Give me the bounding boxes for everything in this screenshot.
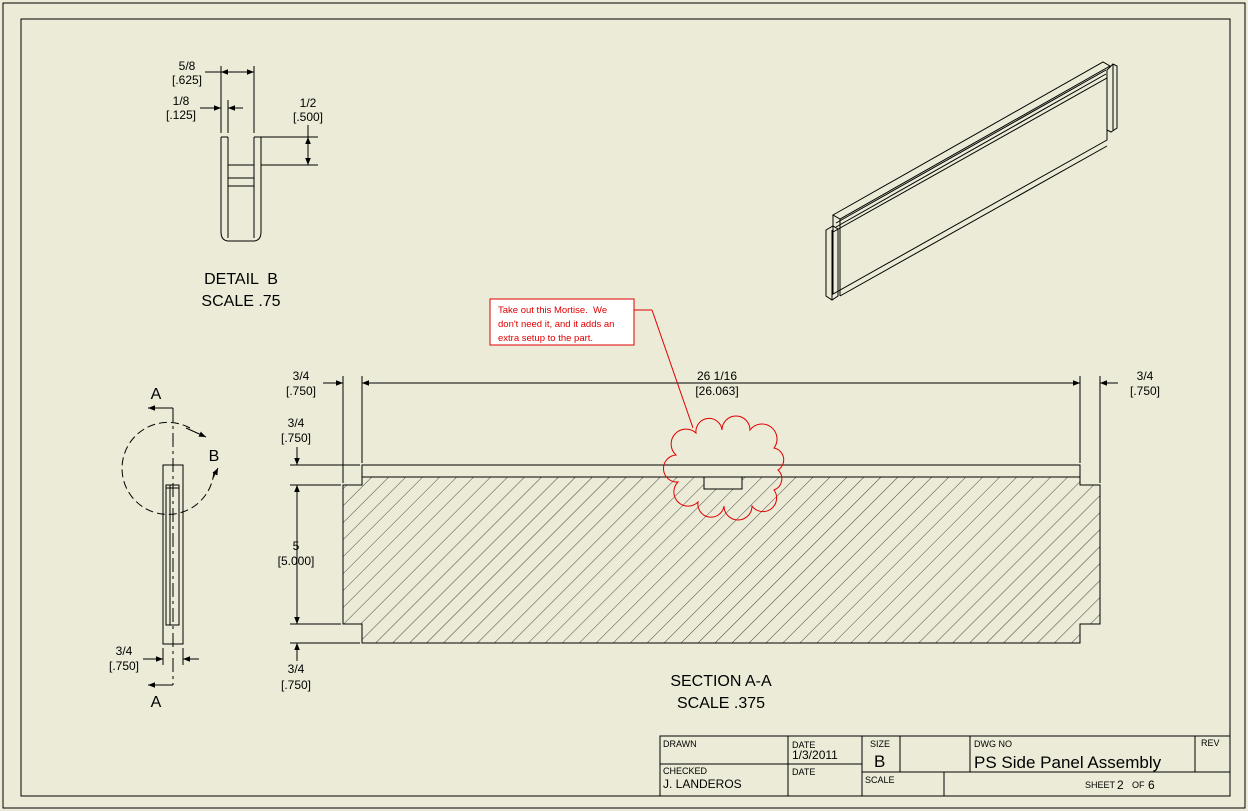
size-label: SIZE xyxy=(870,739,890,749)
detail-b-width-frac: 5/8 xyxy=(179,59,196,73)
detail-label-b: B xyxy=(209,448,220,465)
top-tenon-dec: [.750] xyxy=(281,431,311,445)
detail-b-view xyxy=(200,66,318,242)
markup-note-line-3: extra setup to the part. xyxy=(498,333,593,344)
scale-label: SCALE xyxy=(865,775,895,785)
top-tenon-frac: 3/4 xyxy=(288,416,305,430)
length-frac: 26 1/16 xyxy=(697,369,737,383)
sheet-total: 6 xyxy=(1148,778,1155,792)
checked-label: CHECKED xyxy=(663,766,708,776)
section-dimensions xyxy=(290,376,1118,661)
sheet-label: SHEET xyxy=(1085,780,1116,790)
side-view xyxy=(121,405,219,688)
side-thickness-dec: [.750] xyxy=(109,659,139,673)
section-title: SECTION A-A xyxy=(670,673,772,690)
date2-label: DATE xyxy=(792,767,815,777)
left-tenon-frac: 3/4 xyxy=(293,369,310,383)
bottom-tenon-dec: [.750] xyxy=(281,678,311,692)
detail-b-depth-dec: [.500] xyxy=(293,110,323,124)
sheet-num: 2 xyxy=(1117,778,1124,792)
cut-label-bottom: A xyxy=(151,694,162,711)
markup-note-line-2: don't need it, and it adds an xyxy=(498,319,614,330)
length-dec: [26.063] xyxy=(695,384,738,398)
height-dec: [5.000] xyxy=(278,554,315,568)
rev-label: REV xyxy=(1201,738,1220,748)
dwg-title: PS Side Panel Assembly xyxy=(974,753,1162,772)
section-scale: SCALE .375 xyxy=(677,695,765,712)
detail-b-title: DETAIL B xyxy=(204,271,278,288)
bottom-tenon-frac: 3/4 xyxy=(288,662,305,676)
markup-revision-cloud xyxy=(634,309,785,521)
section-a-view xyxy=(342,464,1101,644)
dwg-no-label: DWG NO xyxy=(974,739,1012,749)
date-label: DATE xyxy=(792,740,815,750)
right-tenon-frac: 3/4 xyxy=(1137,369,1154,383)
of-label: OF xyxy=(1132,780,1145,790)
markup-note-line-1: Take out this Mortise. We xyxy=(498,305,607,316)
detail-b-depth-frac: 1/2 xyxy=(300,96,317,110)
isometric-view xyxy=(825,61,1118,301)
markup-note-box xyxy=(489,298,635,346)
checked-value: J. LANDEROS xyxy=(663,777,742,791)
right-tenon-dec: [.750] xyxy=(1130,384,1160,398)
cut-label-top: A xyxy=(151,386,162,403)
side-thickness-frac: 3/4 xyxy=(116,644,133,658)
detail-b-scale: SCALE .75 xyxy=(201,293,280,310)
left-tenon-dec: [.750] xyxy=(286,384,316,398)
size-value: B xyxy=(874,752,885,771)
detail-b-slot-dec: [.125] xyxy=(166,108,196,122)
detail-b-slot-frac: 1/8 xyxy=(173,94,190,108)
drawn-label: DRAWN xyxy=(663,739,697,749)
detail-b-width-dec: [.625] xyxy=(172,73,202,87)
height-frac: 5 xyxy=(293,539,300,553)
title-block xyxy=(659,735,1231,797)
date-value: 1/3/2011 xyxy=(792,748,838,762)
